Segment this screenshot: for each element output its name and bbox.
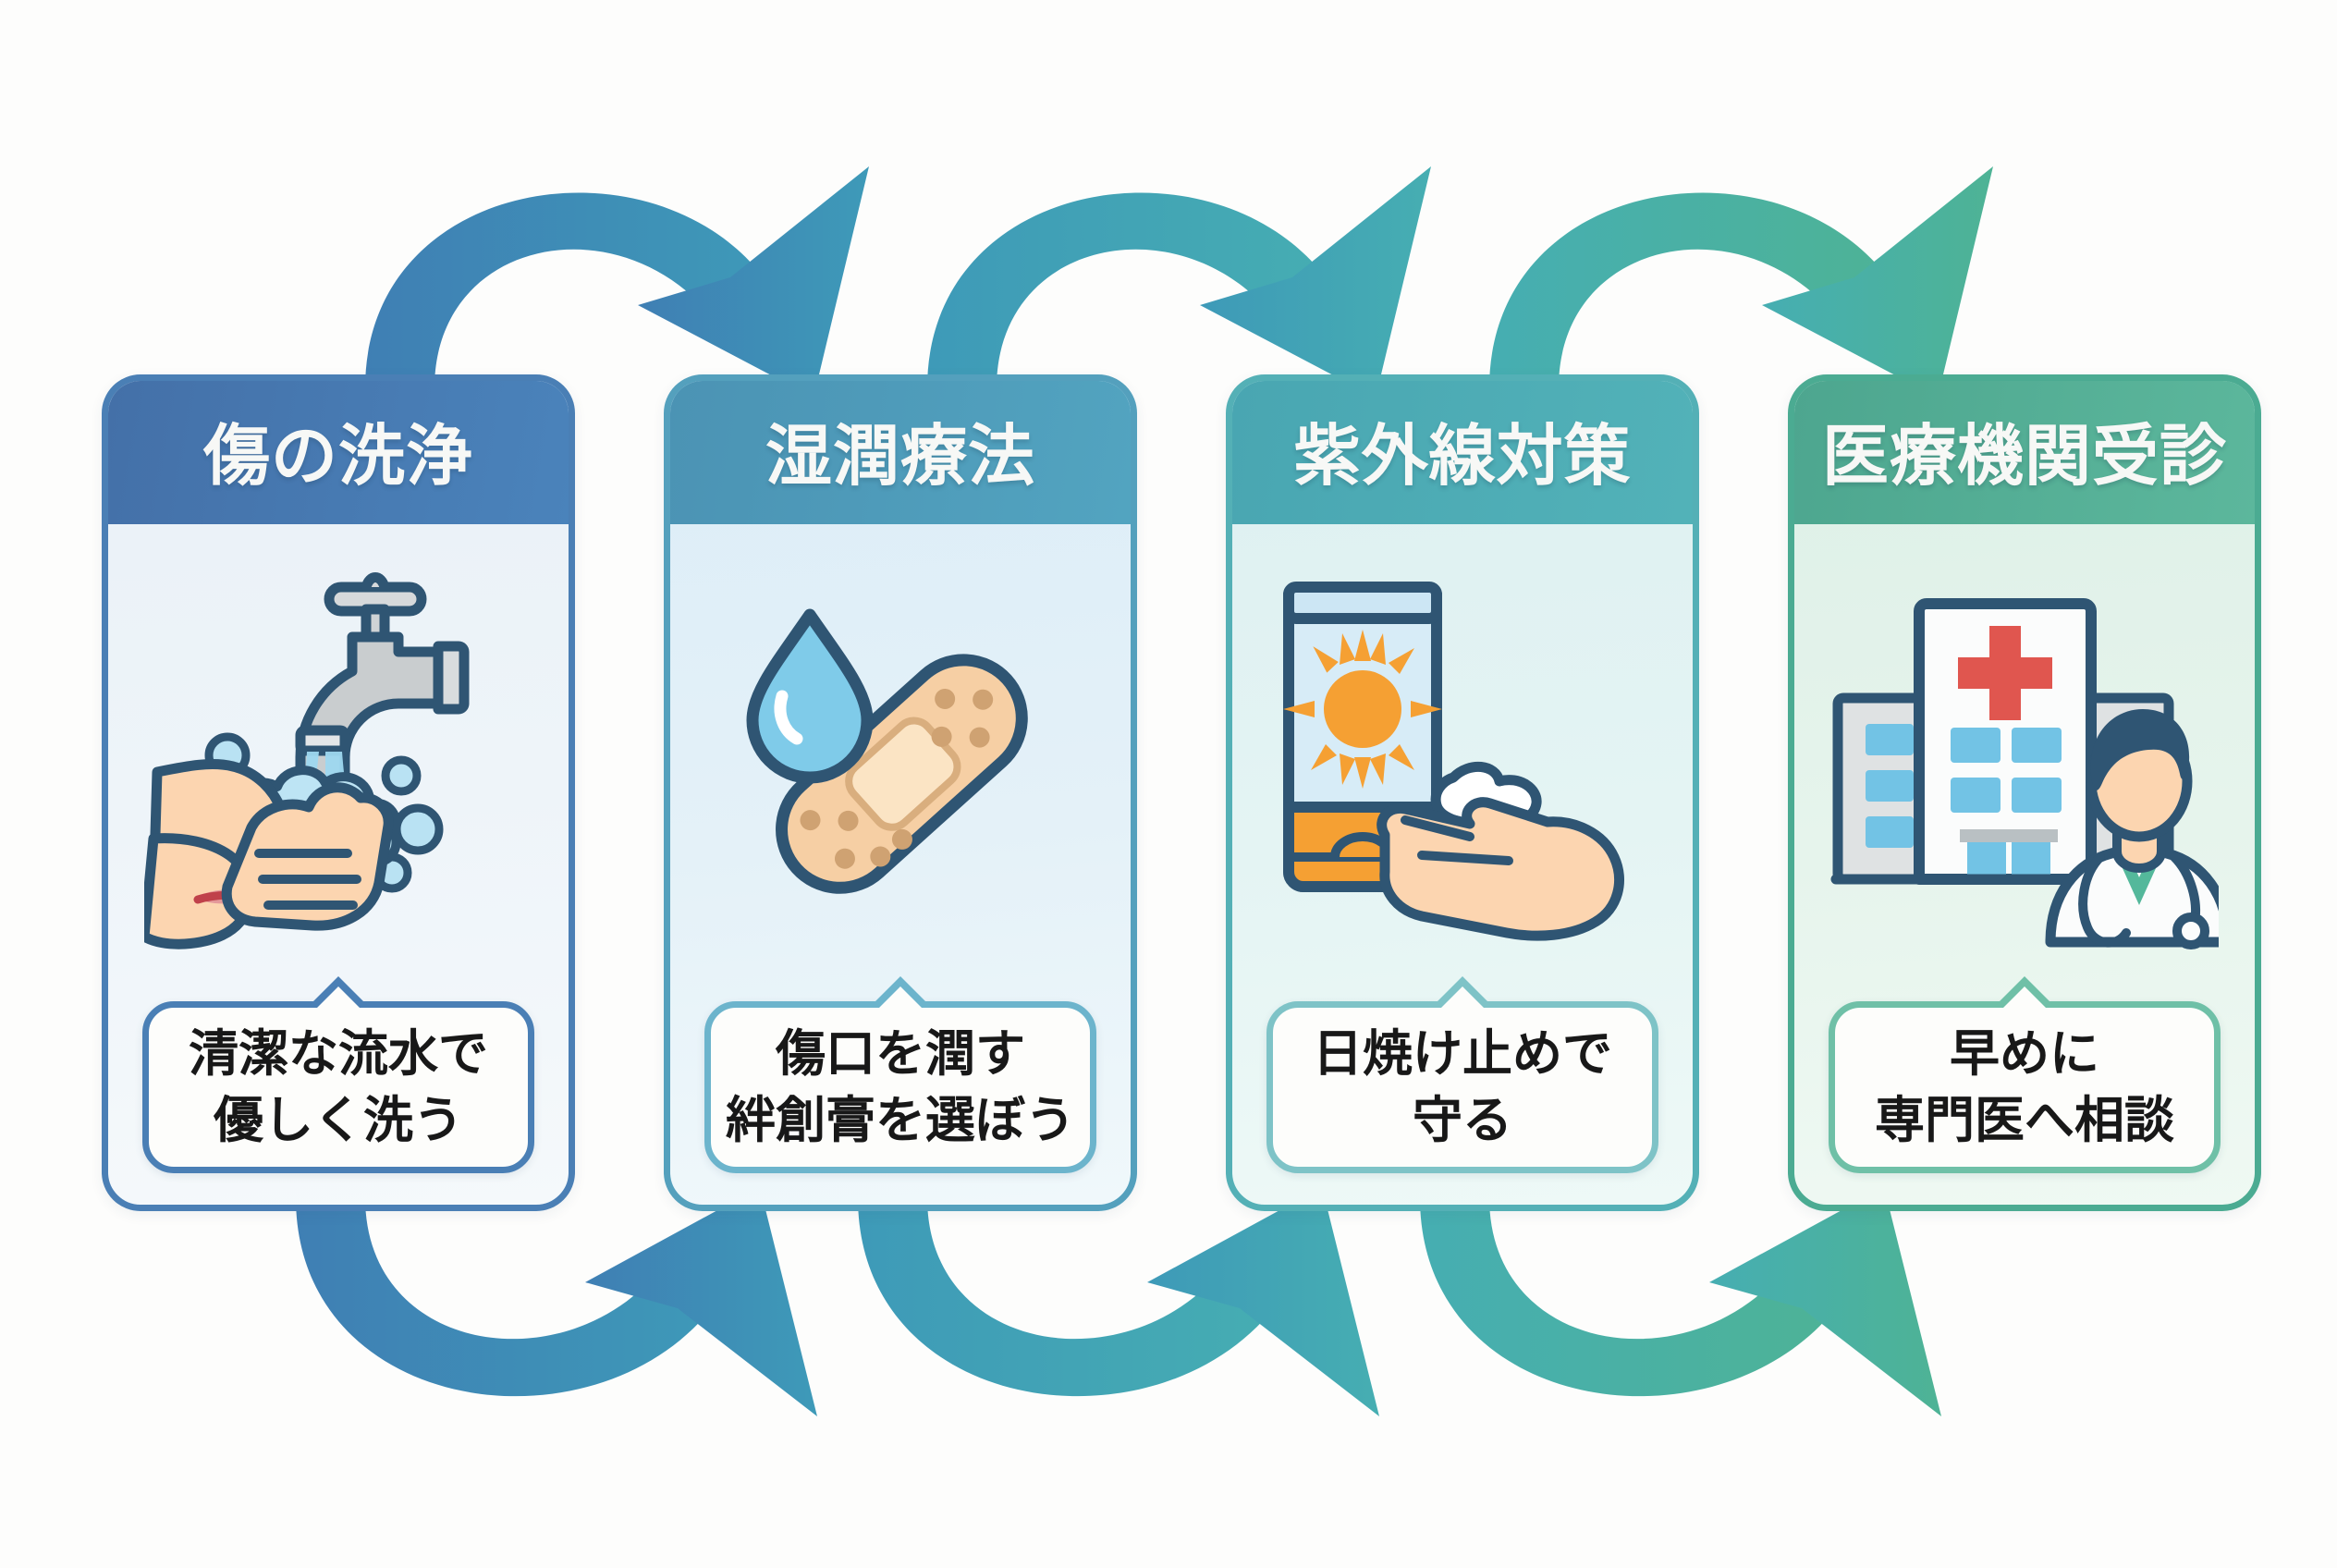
hospital-doctor-icon [1830, 598, 2219, 949]
step-caption-bubble: 傷口を潤す 絆創膏を選ぼう [704, 976, 1096, 1173]
caption-line-2: 守る [1413, 1093, 1512, 1148]
step-card-wound-cleaning[interactable]: 傷の洗浄 [102, 374, 575, 1211]
bubble-tail-fill [2001, 986, 2048, 1010]
bandage-droplet-icon [746, 608, 1028, 894]
arrow-top-2 [927, 166, 1431, 398]
caption-line-2: 専門医へ相談 [1875, 1093, 2174, 1148]
step-title: 紫外線対策 [1293, 420, 1632, 494]
arrow-bottom-3 [1420, 1187, 1941, 1416]
bubble-tail-fill [1439, 986, 1486, 1010]
faucet-handwashing-icon [144, 572, 470, 949]
step-title: 医療機関受診 [1821, 420, 2227, 494]
step-card-body: 傷口を潤す 絆創膏を選ぼう [670, 524, 1131, 1205]
step-card-body: 日焼け止めで 守る [1232, 524, 1693, 1205]
caption-line-2: 絆創膏を選ぼう [726, 1093, 1075, 1148]
step-title: 湿潤療法 [765, 420, 1035, 494]
caption-line-1: 清潔な流水で [189, 1025, 488, 1082]
step-caption-bubble: 清潔な流水で 優しく洗う [142, 976, 534, 1173]
step-card-body: 清潔な流水で 優しく洗う [108, 524, 569, 1205]
step-card-moist-therapy[interactable]: 湿潤療法 [664, 374, 1137, 1211]
step-card-uv-protection[interactable]: 紫外線対策 [1226, 374, 1699, 1211]
bubble-tail-fill [877, 986, 924, 1010]
step-card-medical-consultation[interactable]: 医療機関受診 [1788, 374, 2261, 1211]
step-card-header: 医療機関受診 [1794, 381, 2255, 524]
sunscreen-tube-hand-icon [1283, 582, 1624, 941]
caption-line-1: 傷口を潤す [776, 1025, 1025, 1082]
step-caption-bubble: 日焼け止めで 守る [1266, 976, 1658, 1173]
caption-line-1: 日焼け止めで [1313, 1025, 1612, 1082]
arrow-top-3 [1489, 166, 1993, 398]
step-card-header: 湿潤療法 [670, 381, 1131, 524]
doctor-figure [2045, 709, 2219, 949]
step-card-header: 傷の洗浄 [108, 381, 569, 524]
red-cross-icon [1958, 626, 2052, 720]
arrow-top-1 [365, 166, 869, 398]
step-caption-bubble: 早めに 専門医へ相談 [1829, 976, 2221, 1173]
arrow-bottom-2 [858, 1187, 1379, 1416]
step-card-header: 紫外線対策 [1232, 381, 1693, 524]
caption-line-1: 早めに [1950, 1025, 2099, 1082]
bubble-tail-fill [315, 986, 361, 1010]
arrow-bottom-1 [296, 1187, 817, 1416]
sun-icon [1283, 630, 1442, 789]
step-card-body: 早めに 専門医へ相談 [1794, 524, 2255, 1205]
caption-line-2: 優しく洗う [214, 1093, 463, 1148]
step-title: 傷の洗浄 [202, 420, 473, 494]
